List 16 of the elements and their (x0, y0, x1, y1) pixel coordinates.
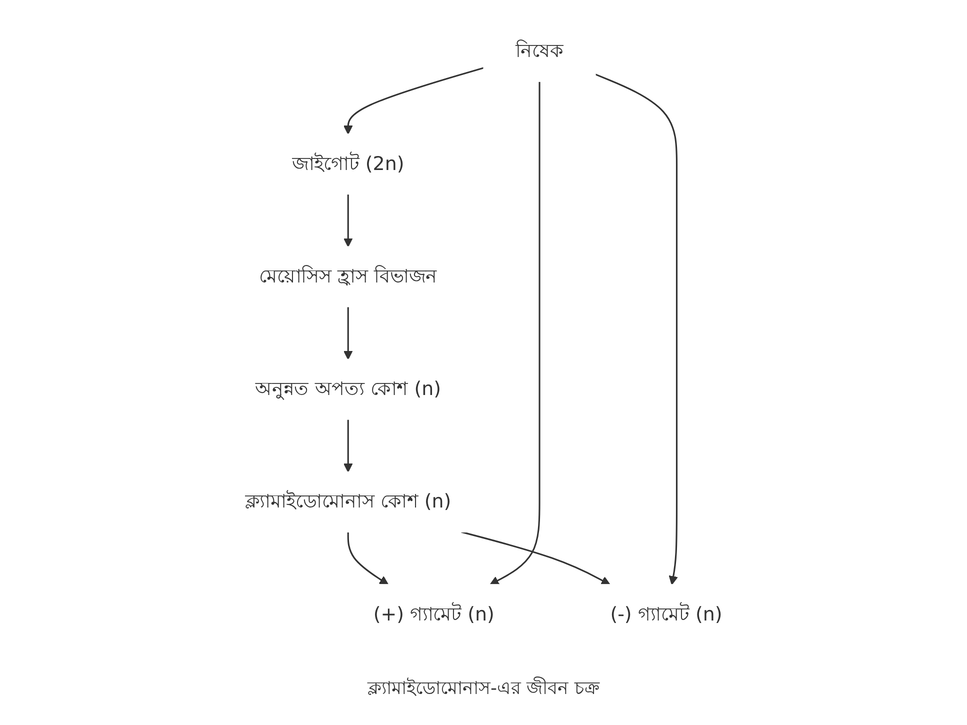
node-text: অনুন্নত অপত্য কোশ (n) (255, 378, 441, 400)
arrow (343, 67, 484, 134)
node-text: ক্ল্যামাইডোমোনাস কোশ (n) (244, 490, 452, 513)
caption: ক্ল্যামাইডোমোনাস-এর জীবন চক্র (368, 676, 600, 701)
arrow (594, 74, 678, 585)
node-text: নিষেক (515, 40, 564, 62)
arrow (343, 419, 353, 472)
arrow (347, 532, 388, 585)
node-text: (+) গ্যামেট (n) (373, 604, 494, 626)
node-text: মেয়োসিস হ্রাস বিভাজন (258, 266, 438, 288)
arrow (460, 531, 610, 585)
node-text: (-) গ্যামেট (n) (610, 604, 722, 626)
arrow (490, 81, 540, 585)
arrow (343, 194, 353, 248)
node-text: জাইগোট (2n) (292, 152, 404, 176)
arrow (343, 306, 353, 360)
